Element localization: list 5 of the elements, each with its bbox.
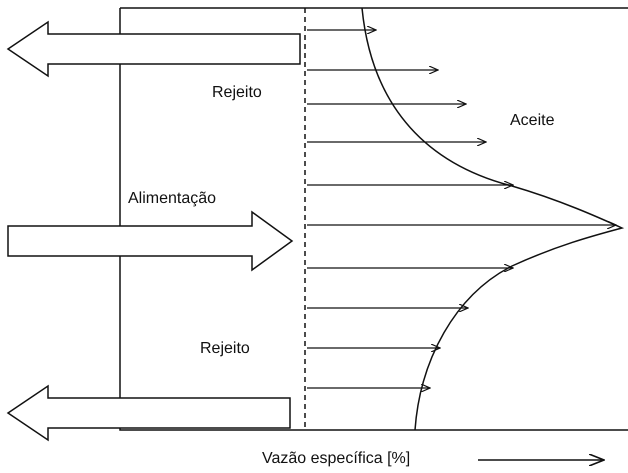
flow-label: Rejeito bbox=[200, 340, 250, 358]
flow-label: Aceite bbox=[510, 112, 554, 130]
flow-label: Vazão específica [%] bbox=[262, 450, 410, 468]
flow-label: Rejeito bbox=[212, 84, 262, 102]
flow-label: Alimentação bbox=[128, 190, 216, 208]
